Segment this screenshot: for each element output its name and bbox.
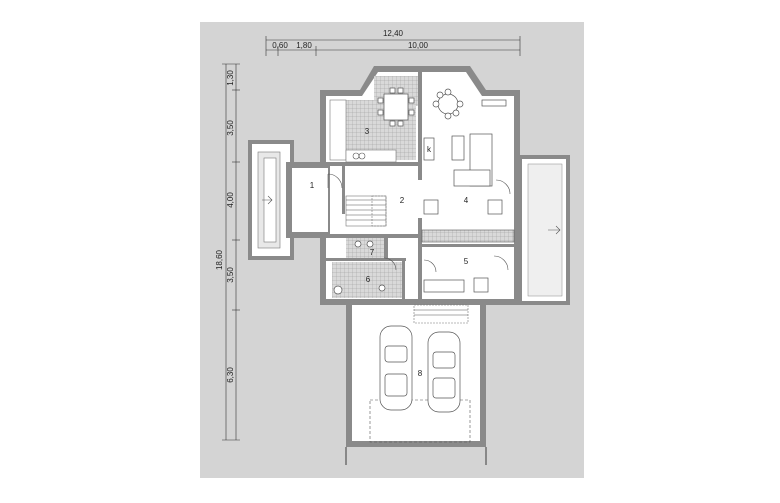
left-dimensions: 18,60 1,30 3,50 4,00 3,50 6,30 <box>215 63 240 441</box>
bathrooms <box>332 238 402 298</box>
dim-height-segment-3: 4,00 <box>226 192 235 208</box>
interior-walls <box>326 72 514 299</box>
dim-width-segment-3: 10,00 <box>408 41 429 50</box>
room-number: 4 <box>464 196 469 205</box>
room-number: 2 <box>400 196 405 205</box>
room-number: 6 <box>366 275 371 284</box>
car-icon <box>427 331 461 413</box>
kitchen-dining-area: k <box>329 76 435 163</box>
dim-width-segment-1: 0,60 <box>272 41 288 50</box>
dim-width-segment-2: 1,80 <box>296 41 312 50</box>
room-5-furniture <box>423 255 509 293</box>
dim-height-segment-1: 1,30 <box>226 70 235 86</box>
entry-door <box>327 173 343 189</box>
room-number: 7 <box>370 248 375 257</box>
dim-height-segment-2: 3,50 <box>226 120 235 136</box>
kitchen-mark: k <box>427 145 432 154</box>
room-numbers: 1 2 3 4 5 6 7 8 <box>310 127 469 378</box>
room-number: 8 <box>418 369 423 378</box>
garage <box>345 304 487 465</box>
room-number: 1 <box>310 181 315 190</box>
dim-total-width: 12,40 <box>383 29 404 38</box>
car-icon <box>379 325 413 411</box>
top-dimensions: 12,40 0,60 1,80 10,00 <box>265 29 521 56</box>
right-terrace <box>518 155 570 305</box>
dim-height-segment-5: 6,30 <box>226 367 235 383</box>
stairs <box>345 195 387 227</box>
living-room-furniture <box>423 88 511 215</box>
wardrobe <box>421 229 515 243</box>
room-number: 3 <box>365 127 370 136</box>
dim-height-segment-4: 3,50 <box>226 267 235 283</box>
dim-total-height: 18,60 <box>215 249 224 270</box>
room-number: 5 <box>464 257 469 266</box>
